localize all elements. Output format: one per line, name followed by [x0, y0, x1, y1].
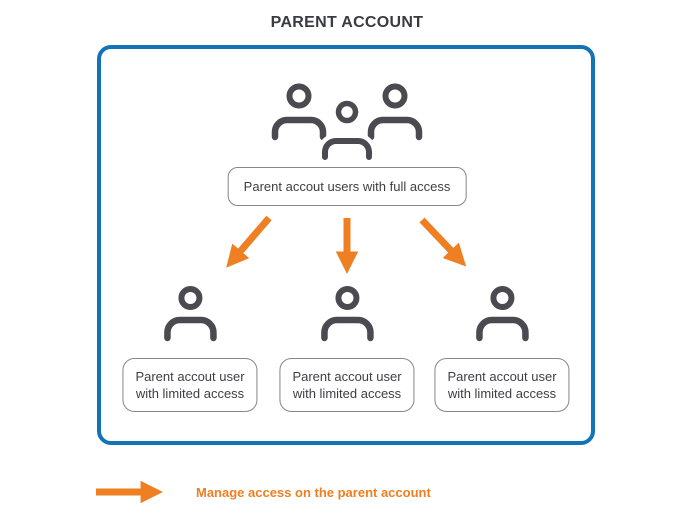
arrow-down-right-icon	[419, 217, 467, 267]
limited-user-2: Parent accout user with limited access	[279, 285, 415, 412]
limited-access-label-line: with limited access	[292, 386, 402, 401]
limited-access-label-line: with limited access	[135, 386, 245, 401]
single-user-icon	[163, 286, 217, 342]
limited-access-label-line: Parent accout user	[135, 369, 245, 384]
limited-access-label-line: Parent accout user	[292, 369, 402, 384]
limited-user-1: Parent accout user with limited access	[122, 285, 258, 412]
limited-user-3: Parent accout user with limited access	[434, 285, 570, 412]
legend-label: Manage access on the parent account	[196, 484, 431, 500]
limited-access-label-box: Parent accout user with limited access	[434, 358, 570, 412]
legend: Manage access on the parent account	[92, 479, 431, 505]
limited-access-label-box: Parent accout user with limited access	[279, 358, 415, 412]
limited-access-label-box: Parent accout user with limited access	[122, 358, 258, 412]
arrow-down-left-icon	[226, 215, 272, 268]
diagram-title: PARENT ACCOUNT	[270, 14, 424, 31]
parent-account-container: Parent accout users with full access Par…	[97, 45, 595, 445]
right-arrow-icon	[96, 480, 163, 504]
group-users-icon	[269, 81, 425, 165]
full-access-label: Parent accout users with full access	[243, 179, 451, 194]
single-user-icon	[475, 286, 529, 342]
full-access-label-box: Parent accout users with full access	[227, 167, 467, 206]
limited-access-label-line: Parent accout user	[447, 369, 557, 384]
single-user-icon	[320, 286, 374, 342]
limited-access-label-line: with limited access	[447, 386, 557, 401]
